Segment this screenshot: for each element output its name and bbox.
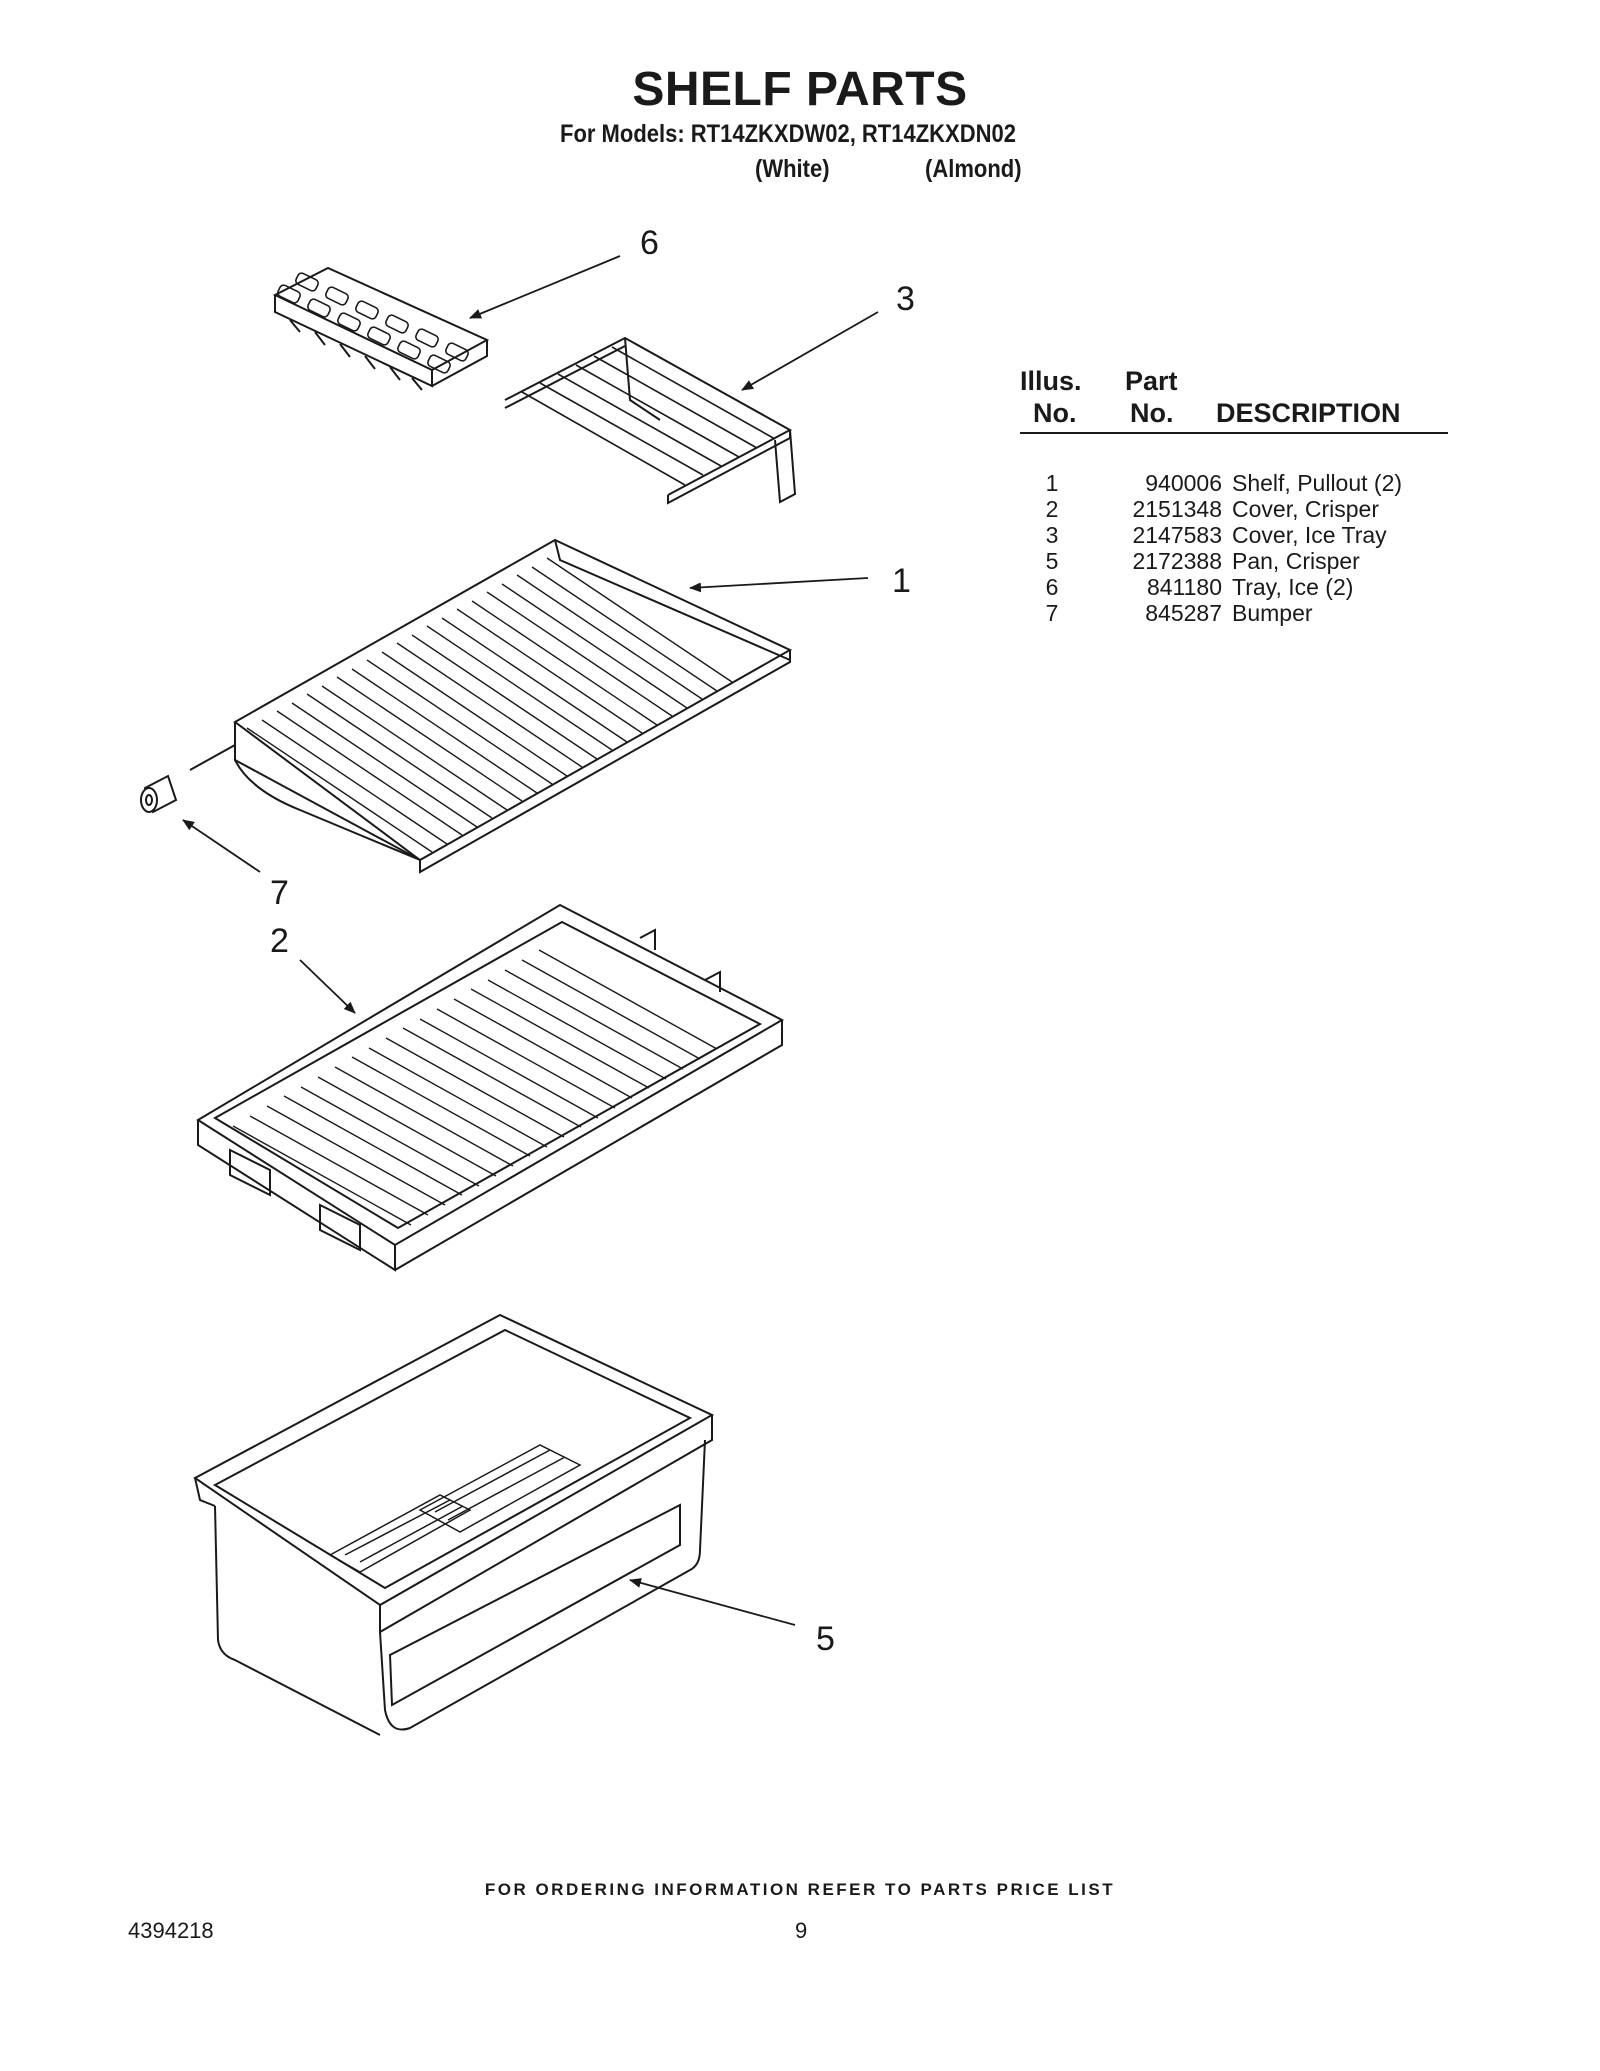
pullout-shelf-illustration bbox=[189, 538, 793, 874]
callout-3: 3 bbox=[896, 280, 915, 318]
document-number: 4394218 bbox=[128, 1918, 214, 1943]
row-illus: 1 bbox=[1045, 470, 1059, 496]
header-description: DESCRIPTION bbox=[1216, 398, 1401, 428]
callout-2: 2 bbox=[270, 922, 289, 960]
header-rule bbox=[1020, 432, 1448, 434]
row-illus: 3 bbox=[1045, 522, 1059, 548]
callout-1: 1 bbox=[892, 562, 911, 600]
callout-5: 5 bbox=[816, 1620, 835, 1658]
page-number: 9 bbox=[795, 1918, 808, 1943]
row-description: Shelf, Pullout (2) bbox=[1232, 470, 1403, 496]
row-part: 940006 bbox=[1145, 470, 1222, 496]
row-part: 2147583 bbox=[1132, 522, 1222, 548]
callout-7: 7 bbox=[270, 874, 289, 912]
table-row: 1 940006 Shelf, Pullout (2) bbox=[1020, 470, 1450, 496]
row-illus: 6 bbox=[1045, 574, 1059, 600]
row-illus: 2 bbox=[1045, 496, 1059, 522]
table-row: 3 2147583 Cover, Ice Tray bbox=[1020, 522, 1450, 548]
callout-6: 6 bbox=[640, 224, 659, 262]
header-illus-no: No. bbox=[1033, 398, 1077, 428]
row-illus: 7 bbox=[1045, 600, 1059, 626]
bumper-illustration bbox=[140, 774, 178, 814]
row-part: 845287 bbox=[1145, 600, 1222, 626]
table-row: 5 2172388 Pan, Crisper bbox=[1020, 548, 1450, 574]
header-part: Part bbox=[1125, 366, 1178, 396]
ice-tray-cover-illustration bbox=[504, 336, 797, 505]
header-illus: Illus. bbox=[1020, 366, 1082, 396]
table-row: 6 841180 Tray, Ice (2) bbox=[1020, 574, 1450, 600]
row-description: Cover, Crisper bbox=[1232, 496, 1379, 522]
crisper-pan-illustration bbox=[193, 1313, 715, 1736]
variant-almond: (Almond) bbox=[925, 155, 1022, 183]
row-description: Bumper bbox=[1232, 600, 1313, 626]
row-description: Cover, Ice Tray bbox=[1232, 522, 1387, 548]
page-title: SHELF PARTS bbox=[632, 63, 968, 116]
models-line: For Models: RT14ZKXDW02, RT14ZKXDN02 bbox=[560, 120, 1016, 148]
ice-tray-illustration bbox=[272, 266, 490, 391]
row-part: 841180 bbox=[1146, 574, 1222, 600]
table-row: 2 2151348 Cover, Crisper bbox=[1020, 496, 1450, 522]
variant-white: (White) bbox=[755, 155, 830, 183]
header-part-no: No. bbox=[1130, 398, 1174, 428]
row-part: 2151348 bbox=[1132, 496, 1222, 522]
table-row: 7 845287 Bumper bbox=[1020, 600, 1450, 626]
row-description: Tray, Ice (2) bbox=[1232, 574, 1354, 600]
ordering-note: FOR ORDERING INFORMATION REFER TO PARTS … bbox=[484, 1880, 1116, 1899]
row-description: Pan, Crisper bbox=[1232, 548, 1360, 574]
leader-lines bbox=[182, 255, 879, 1626]
crisper-cover-illustration bbox=[196, 903, 785, 1272]
row-part: 2172388 bbox=[1132, 548, 1222, 574]
row-illus: 5 bbox=[1045, 548, 1059, 574]
